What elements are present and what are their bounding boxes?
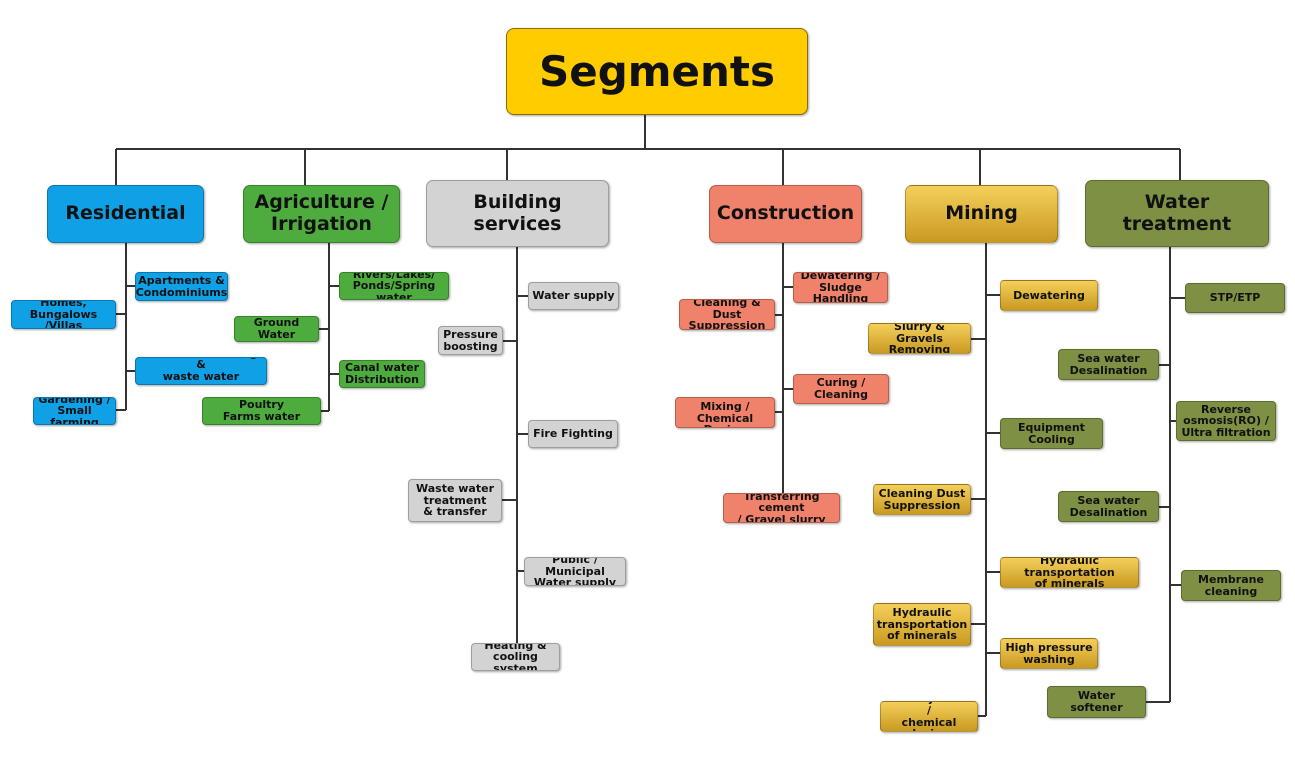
mining-item: Well Injection / chemical dosing [880, 701, 978, 732]
construction-item: Concrete Mixing / Chemical Dosing [675, 397, 775, 428]
water-treatment-item: Reverse osmosis(RO) / Ultra filtration [1176, 401, 1276, 441]
category-residential: Residential [47, 185, 204, 243]
mining-item: Slurry & Gravels Removing [868, 323, 971, 354]
category-agriculture: Agriculture / Irrigation [243, 185, 400, 243]
mining-item: High pressure washing [1000, 638, 1098, 669]
mining-item: Dewatering [1000, 280, 1098, 311]
residential-item: Apartments & Condominiums [135, 272, 228, 301]
building-item: Water supply [528, 282, 619, 310]
water-treatment-item: Sea water Desalination [1058, 349, 1159, 380]
building-item: Fire Fighting [528, 420, 618, 448]
agriculture-item: Live Stocks / Poultry Farms water supply [202, 397, 321, 425]
category-mining: Mining [905, 185, 1058, 243]
mining-item: Hydraulic transportation of minerals [873, 603, 971, 646]
water-treatment-item: Water softener [1047, 686, 1146, 718]
construction-item: Dewatering / Sludge Handling [793, 272, 888, 303]
agriculture-item: Canal water Distribution [339, 360, 425, 388]
water-treatment-item: Sea water Desalination [1058, 491, 1159, 522]
category-construction: Construction [709, 185, 862, 243]
residential-item: Pressure Boosting & waste water treatmen… [135, 357, 267, 385]
category-building-services: Building services [426, 180, 609, 247]
building-item: Heating & cooling system [471, 643, 560, 671]
construction-item: Curing / Cleaning [793, 374, 889, 404]
mining-item: Hydraulic transportation of minerals [1000, 557, 1139, 588]
building-item: Public / Municipal Water supply [524, 557, 626, 586]
building-item: Waste water treatment & transfer [408, 479, 502, 522]
water-treatment-item: Membrane cleaning [1181, 570, 1281, 601]
residential-item: Homes, Bungalows /Villas [11, 300, 116, 329]
agriculture-item: Ground Water [234, 316, 319, 342]
construction-item: Transferring cement / Gravel slurry [723, 493, 840, 523]
mining-item: Equipment Cooling [1000, 418, 1103, 449]
construction-item: Cleaning & Dust Suppression [679, 299, 775, 330]
water-treatment-item: STP/ETP [1185, 283, 1285, 313]
agriculture-item: Rivers/Lakes/ Ponds/Spring water [339, 272, 449, 300]
residential-item: Gardening / Small farming [33, 397, 116, 425]
segments-root: Segments [506, 28, 808, 115]
building-item: Pressure boosting [438, 326, 503, 355]
mining-item: Cleaning Dust Suppression [873, 484, 971, 515]
category-water-treatment: Water treatment [1085, 180, 1269, 247]
